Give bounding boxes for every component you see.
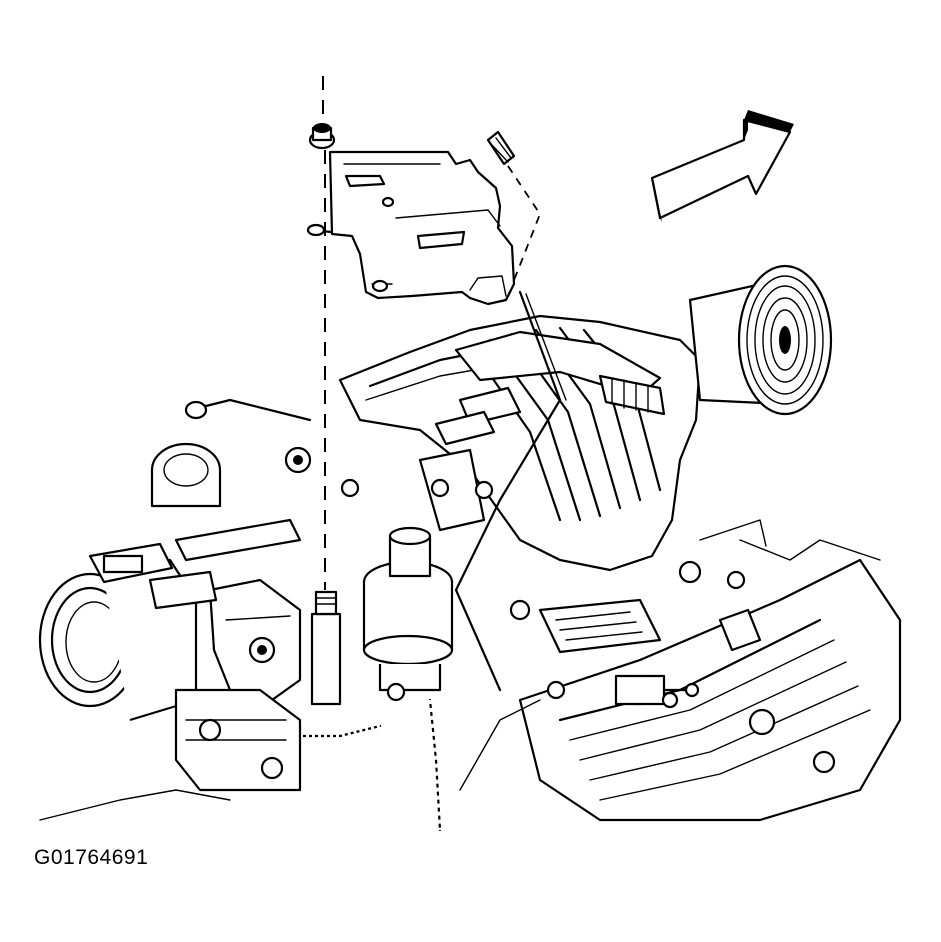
alignment-line-left — [322, 76, 326, 590]
detail-fasteners — [284, 446, 881, 709]
sensor — [614, 674, 700, 706]
ignition-module — [418, 448, 662, 654]
bolt-top — [486, 130, 516, 166]
bracket — [306, 150, 516, 306]
throttle-linkage — [148, 518, 302, 702]
throttle-body — [38, 542, 198, 722]
valve-cover — [518, 558, 902, 822]
intake-base — [39, 688, 541, 821]
egr-valve — [362, 526, 454, 702]
figure-id-label: G01764691 — [34, 846, 149, 869]
reservoir-cap — [150, 398, 312, 508]
supercharger-pulley — [737, 264, 833, 416]
nut-top — [308, 123, 336, 150]
supercharger — [338, 280, 802, 572]
support-rod — [454, 290, 567, 692]
fuel-rail — [454, 330, 666, 416]
alignment-line-bolt — [507, 165, 542, 291]
forward-arrow-icon — [650, 110, 794, 222]
stud-bracket — [310, 590, 342, 706]
